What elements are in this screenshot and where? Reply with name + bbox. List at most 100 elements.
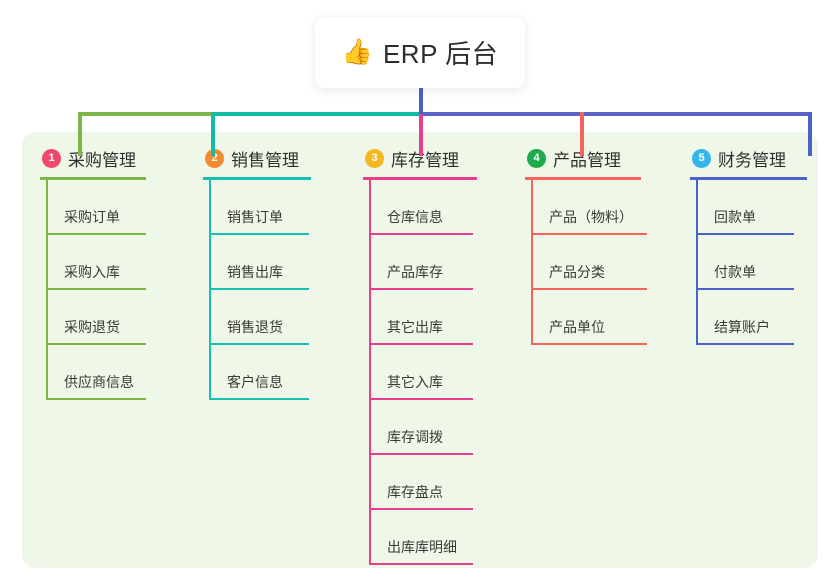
leaf-item-underline bbox=[46, 288, 146, 290]
thumbs-up-icon: 👍 bbox=[341, 38, 373, 66]
column-underline bbox=[40, 177, 146, 180]
leaf-item[interactable]: 采购退货 bbox=[46, 290, 195, 345]
column-header[interactable]: 5 财务管理 bbox=[690, 145, 839, 171]
leaf-item[interactable]: 供应商信息 bbox=[46, 345, 195, 400]
column-header[interactable]: 1 采购管理 bbox=[40, 145, 195, 171]
column-item-list: 产品（物料） 产品分类产品单位 bbox=[531, 180, 690, 345]
column-number-badge: 3 bbox=[365, 148, 384, 168]
column-finance: 5 财务管理 回款单付款单结算账户 bbox=[690, 145, 839, 345]
column-underline bbox=[525, 177, 641, 180]
leaf-item-label: 库存盘点 bbox=[387, 484, 443, 501]
column-spine bbox=[46, 180, 48, 400]
column-spine bbox=[209, 180, 211, 400]
leaf-item-underline bbox=[46, 343, 146, 345]
diagram-panel bbox=[22, 132, 818, 568]
leaf-item-underline bbox=[369, 288, 473, 290]
connector-stub-column-4 bbox=[580, 112, 584, 156]
leaf-item[interactable]: 销售订单 bbox=[209, 180, 358, 235]
column-number-badge: 2 bbox=[205, 148, 224, 168]
leaf-item[interactable]: 出库库明细 bbox=[369, 510, 523, 565]
leaf-item-underline bbox=[46, 398, 146, 400]
leaf-item-underline bbox=[531, 343, 647, 345]
column-title: 产品管理 bbox=[553, 150, 621, 170]
leaf-item[interactable]: 其它入库 bbox=[369, 345, 523, 400]
column-spine bbox=[369, 180, 371, 565]
leaf-item-label: 客户信息 bbox=[227, 374, 283, 391]
column-purchasing: 1 采购管理 采购订单采购入库采购退货供应商信息 bbox=[40, 145, 195, 400]
leaf-item[interactable]: 库存调拨 bbox=[369, 400, 523, 455]
leaf-item-label: 产品库存 bbox=[387, 264, 443, 281]
column-item-list: 采购订单采购入库采购退货供应商信息 bbox=[46, 180, 195, 400]
leaf-item-label: 产品（物料） bbox=[549, 209, 633, 226]
root-node-card[interactable]: 👍 ERP 后台 bbox=[315, 17, 525, 88]
column-item-list: 回款单付款单结算账户 bbox=[696, 180, 839, 345]
leaf-item-underline bbox=[696, 233, 794, 235]
leaf-item[interactable]: 采购订单 bbox=[46, 180, 195, 235]
leaf-item[interactable]: 结算账户 bbox=[696, 290, 839, 345]
leaf-item-underline bbox=[531, 288, 647, 290]
leaf-item-label: 其它出库 bbox=[387, 319, 443, 336]
column-underline bbox=[203, 177, 311, 180]
leaf-item[interactable]: 产品分类 bbox=[531, 235, 690, 290]
leaf-item[interactable]: 产品（物料） bbox=[531, 180, 690, 235]
leaf-item-label: 产品分类 bbox=[549, 264, 605, 281]
column-inventory: 3 库存管理 仓库信息产品库存其它出库其它入库库存调拨库存盘点出库库明细 bbox=[363, 145, 523, 565]
leaf-item[interactable]: 销售出库 bbox=[209, 235, 358, 290]
leaf-item[interactable]: 产品库存 bbox=[369, 235, 523, 290]
leaf-item[interactable]: 仓库信息 bbox=[369, 180, 523, 235]
leaf-item[interactable]: 客户信息 bbox=[209, 345, 358, 400]
leaf-item-label: 销售退货 bbox=[227, 319, 283, 336]
connector-stub-column-5 bbox=[808, 112, 812, 156]
leaf-item[interactable]: 库存盘点 bbox=[369, 455, 523, 510]
leaf-item[interactable]: 产品单位 bbox=[531, 290, 690, 345]
leaf-item-underline bbox=[369, 453, 473, 455]
leaf-item-label: 采购退货 bbox=[64, 319, 120, 336]
column-number-badge: 1 bbox=[42, 148, 61, 168]
leaf-item-underline bbox=[696, 288, 794, 290]
column-item-list: 仓库信息产品库存其它出库其它入库库存调拨库存盘点出库库明细 bbox=[369, 180, 523, 565]
leaf-item-label: 回款单 bbox=[714, 209, 756, 226]
leaf-item-underline bbox=[46, 233, 146, 235]
leaf-item-label: 供应商信息 bbox=[64, 374, 134, 391]
column-header[interactable]: 2 销售管理 bbox=[203, 145, 358, 171]
column-sales: 2 销售管理 销售订单销售出库销售退货客户信息 bbox=[203, 145, 358, 400]
bus-segment-green bbox=[78, 112, 211, 116]
column-number-badge: 4 bbox=[527, 148, 546, 168]
leaf-item-underline bbox=[369, 563, 473, 565]
leaf-item[interactable]: 其它出库 bbox=[369, 290, 523, 345]
column-title: 库存管理 bbox=[391, 150, 459, 170]
leaf-item-label: 其它入库 bbox=[387, 374, 443, 391]
leaf-item-label: 库存调拨 bbox=[387, 429, 443, 446]
column-underline bbox=[690, 177, 807, 180]
column-title: 销售管理 bbox=[231, 150, 299, 170]
column-item-list: 销售订单销售出库销售退货客户信息 bbox=[209, 180, 358, 400]
leaf-item-underline bbox=[369, 398, 473, 400]
column-product: 4 产品管理 产品（物料） 产品分类产品单位 bbox=[525, 145, 690, 345]
leaf-item-label: 销售订单 bbox=[227, 209, 283, 226]
root-connector-stem bbox=[419, 78, 423, 114]
column-title: 采购管理 bbox=[68, 150, 136, 170]
leaf-item-underline bbox=[369, 233, 473, 235]
leaf-item-underline bbox=[369, 508, 473, 510]
leaf-item-label: 付款单 bbox=[714, 264, 756, 281]
leaf-item-label: 采购订单 bbox=[64, 209, 120, 226]
leaf-item[interactable]: 回款单 bbox=[696, 180, 839, 235]
leaf-item-label: 采购入库 bbox=[64, 264, 120, 281]
leaf-item[interactable]: 销售退货 bbox=[209, 290, 358, 345]
leaf-item-underline bbox=[696, 343, 794, 345]
leaf-item[interactable]: 付款单 bbox=[696, 235, 839, 290]
leaf-item-label: 产品单位 bbox=[549, 319, 605, 336]
leaf-item[interactable]: 采购入库 bbox=[46, 235, 195, 290]
column-header[interactable]: 4 产品管理 bbox=[525, 145, 690, 171]
leaf-item-underline bbox=[369, 343, 473, 345]
column-spine bbox=[531, 180, 533, 345]
column-header[interactable]: 3 库存管理 bbox=[363, 145, 523, 171]
leaf-item-underline bbox=[209, 398, 309, 400]
root-title: ERP 后台 bbox=[382, 39, 499, 69]
leaf-item-label: 销售出库 bbox=[227, 264, 283, 281]
leaf-item-underline bbox=[531, 233, 647, 235]
leaf-item-underline bbox=[209, 233, 309, 235]
leaf-item-label: 结算账户 bbox=[714, 319, 770, 336]
column-spine bbox=[696, 180, 698, 345]
leaf-item-label: 出库库明细 bbox=[387, 539, 457, 556]
